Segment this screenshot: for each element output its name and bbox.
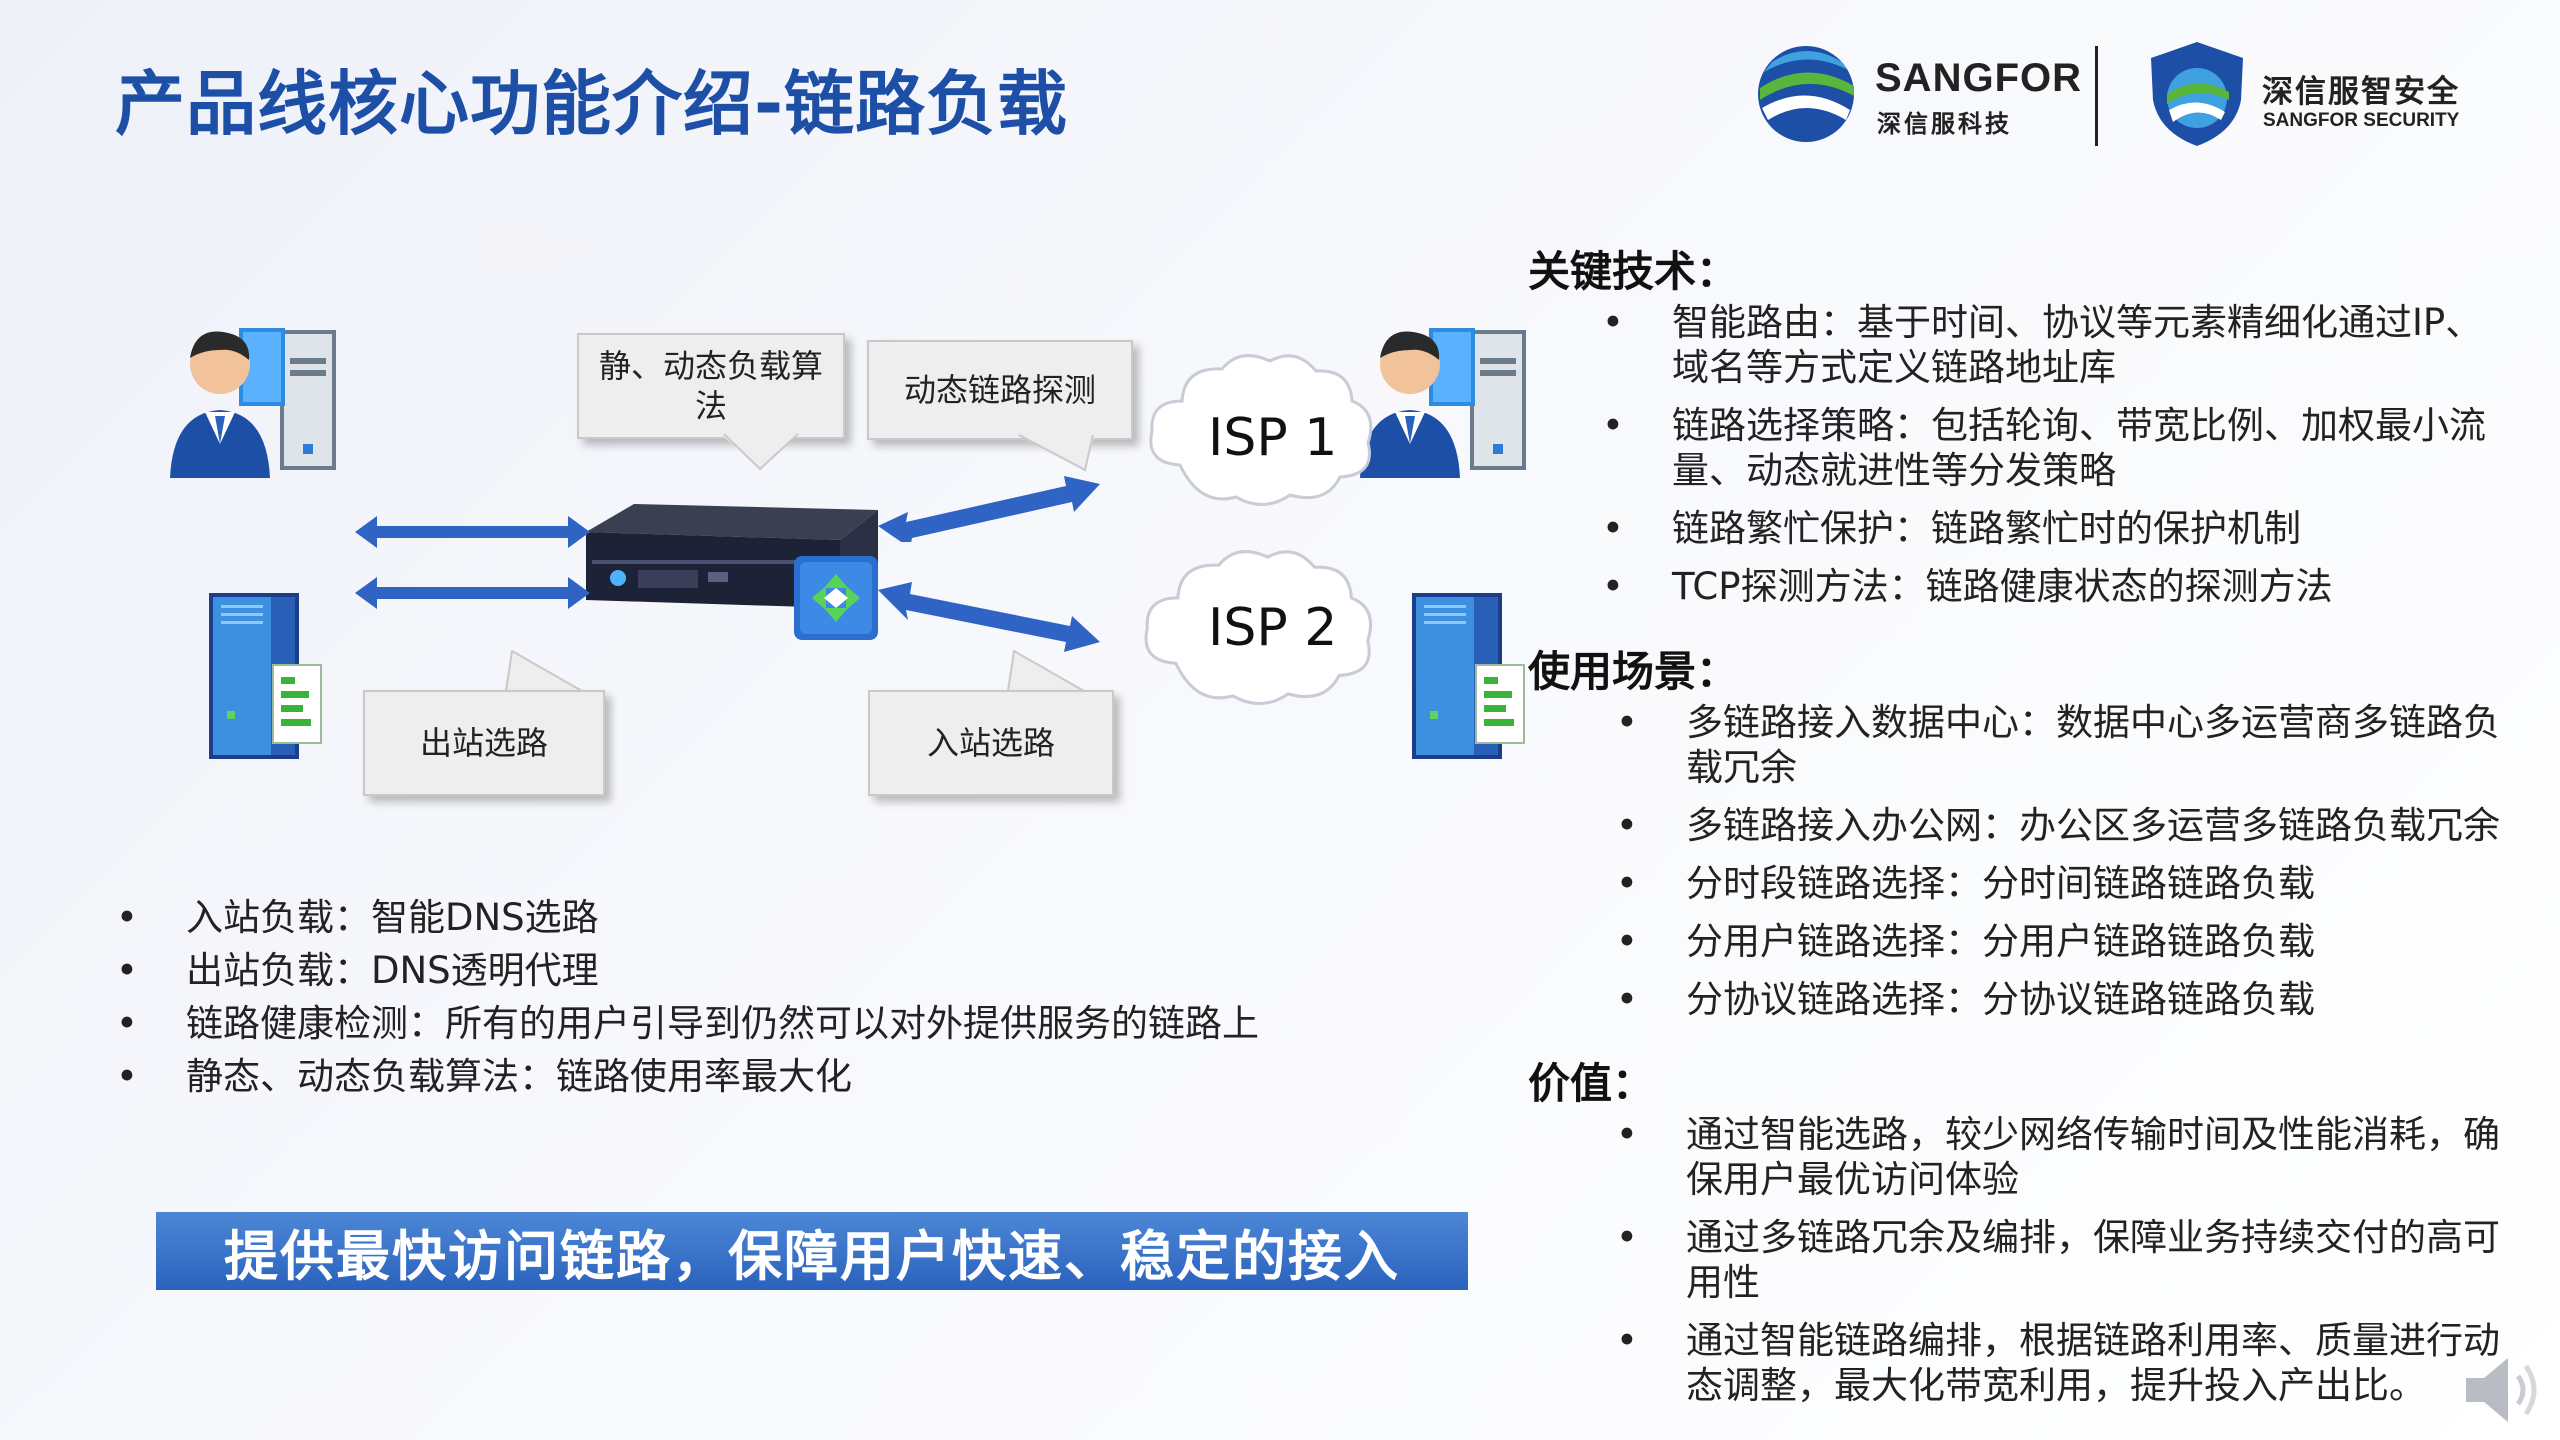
callout-tail [720, 433, 800, 471]
list-item: 通过智能链路编排，根据链路利用率、质量进行动态调整，最大化带宽利用，提升投入产出… [1616, 1318, 2516, 1408]
callout-inbound: 入站选路 [868, 690, 1114, 796]
scenarios-heading: 使用场景： [1528, 647, 1739, 696]
scene-label: 场景一 [478, 231, 587, 272]
sangfor-security-cn: 深信服智安全 [2262, 74, 2460, 110]
isp2-cloud-icon [1144, 549, 1373, 706]
callout-tail [504, 650, 584, 692]
logo-divider [2095, 46, 2098, 146]
list-item: 静态、动态负载算法：链路使用率最大化 [116, 1054, 1386, 1099]
sangfor-logo-icon [1758, 46, 1854, 142]
list-item: 链路选择策略：包括轮询、带宽比例、加权最小流量、动态就进性等分发策略 [1602, 403, 2512, 493]
callout-algorithms-text: 静、动态负载算法 [598, 347, 823, 425]
list-item: 多链路接入数据中心：数据中心多运营商多链路负载冗余 [1616, 700, 2516, 790]
key-tech-heading: 关键技术： [1528, 247, 1739, 296]
load-balancer-appliance-icon [586, 504, 878, 640]
key-tech-list: 智能路由：基于时间、协议等元素精细化通过IP、域名等方式定义链路地址库 链路选择… [1602, 300, 2512, 622]
sangfor-security-en: SANGFOR SECURITY [2263, 110, 2460, 131]
scenarios-list: 多链路接入数据中心：数据中心多运营商多链路负载冗余 多链路接入办公网：办公区多运… [1616, 700, 2516, 1035]
logo-group: SANGFOR 深信服科技 深信服智安全 SANGFOR SECURITY [1750, 38, 2470, 158]
user-computer-icon [1360, 328, 1526, 478]
sangfor-security-logo-icon [2151, 42, 2243, 146]
arrow-to-isp2 [878, 582, 1100, 652]
list-item: 通过智能选路，较少网络传输时间及性能消耗，确保用户最优访问体验 [1616, 1112, 2516, 1202]
value-list: 通过智能选路，较少网络传输时间及性能消耗，确保用户最优访问体验 通过多链路冗余及… [1616, 1112, 2516, 1421]
list-item: 通过多链路冗余及编排，保障业务持续交付的高可用性 [1616, 1215, 2516, 1305]
sangfor-logo-name: SANGFOR [1875, 56, 2082, 100]
value-heading: 价值： [1528, 1059, 1655, 1108]
speaker-icon[interactable] [2460, 1350, 2550, 1430]
callout-probe: 动态链路探测 [867, 340, 1133, 440]
list-item: 分用户链路选择：分用户链路链路负载 [1616, 919, 2516, 964]
callout-probe-text: 动态链路探测 [903, 371, 1096, 409]
callout-outbound: 出站选路 [363, 690, 605, 796]
bidirectional-arrow [355, 516, 590, 548]
callout-algorithms: 静、动态负载算法 [577, 333, 845, 439]
bidirectional-arrow [355, 577, 590, 609]
server-icon [1412, 593, 1525, 759]
isp1-cloud-icon [1149, 354, 1373, 506]
list-item: 分协议链路选择：分协议链路链路负载 [1616, 977, 2516, 1022]
feature-list: 入站负载：智能DNS选路 出站负载：DNS透明代理 链路健康检测：所有的用户引导… [116, 895, 1386, 1107]
list-item: TCP探测方法：链路健康状态的探测方法 [1602, 564, 2512, 609]
list-item: 多链路接入办公网：办公区多运营多链路负载冗余 [1616, 803, 2516, 848]
summary-banner: 提供最快访问链路，保障用户快速、稳定的接入 [156, 1212, 1468, 1290]
page-title: 产品线核心功能介绍-链路负载 [115, 63, 1069, 145]
callout-tail [1006, 650, 1086, 692]
callout-outbound-text: 出站选路 [419, 724, 548, 762]
list-item: 出站负载：DNS透明代理 [116, 948, 1386, 993]
callout-tail [1015, 434, 1095, 472]
list-item: 智能路由：基于时间、协议等元素精细化通过IP、域名等方式定义链路地址库 [1602, 300, 2512, 390]
list-item: 入站负载：智能DNS选路 [116, 895, 1386, 940]
callout-inbound-text: 入站选路 [926, 724, 1055, 762]
arrow-to-isp1 [878, 476, 1100, 542]
list-item: 链路繁忙保护：链路繁忙时的保护机制 [1602, 506, 2512, 551]
list-item: 链路健康检测：所有的用户引导到仍然可以对外提供服务的链路上 [116, 1001, 1386, 1046]
list-item: 分时段链路选择：分时间链路链路负载 [1616, 861, 2516, 906]
server-icon [209, 593, 322, 759]
isp1-label: ISP 1 [1208, 408, 1338, 468]
user-computer-icon [170, 328, 336, 478]
isp2-label: ISP 2 [1208, 598, 1338, 658]
sangfor-logo-cn: 深信服科技 [1877, 110, 2012, 138]
